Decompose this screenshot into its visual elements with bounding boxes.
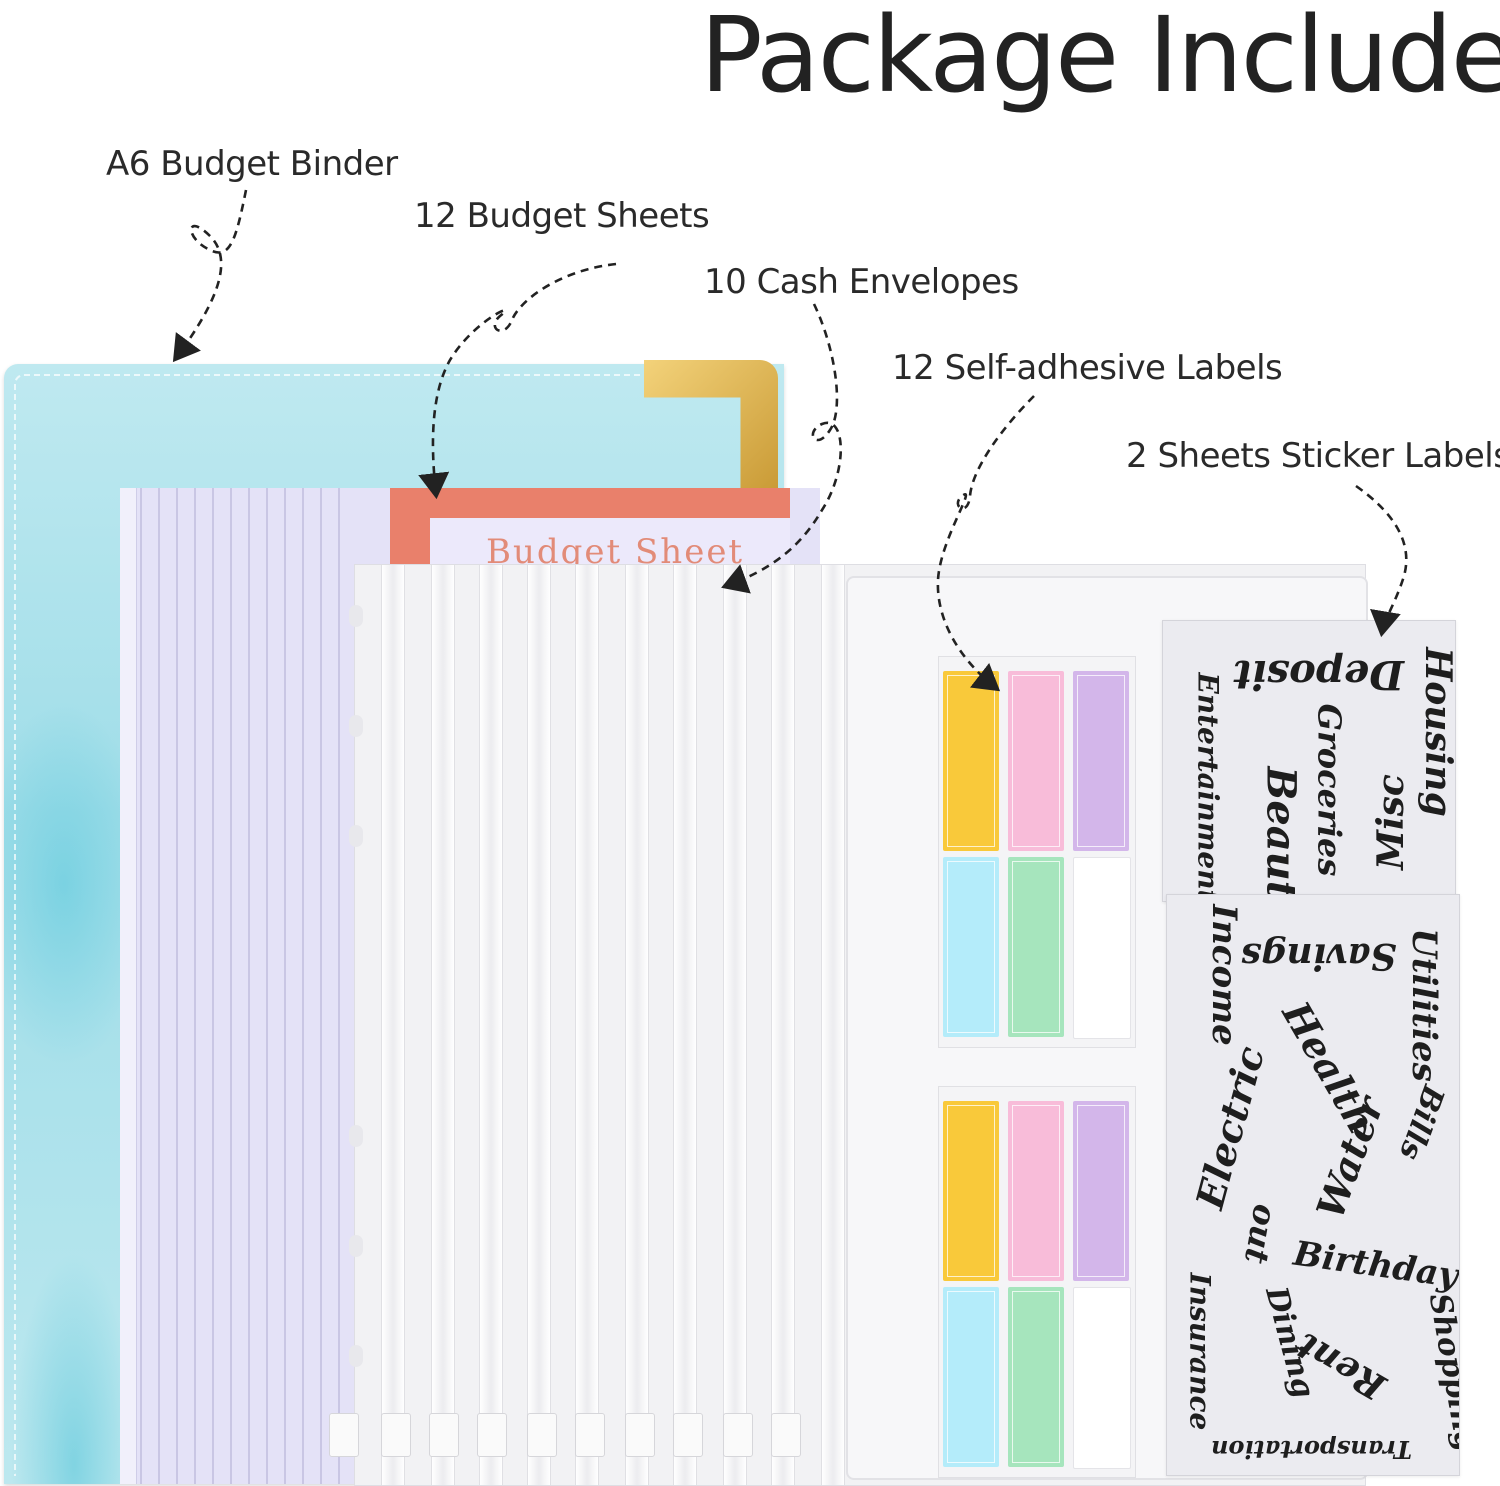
arrow-labels	[936, 395, 1035, 692]
arrow-sheets	[418, 262, 617, 500]
callout-envelopes: 10 Cash Envelopes	[704, 262, 1019, 302]
arrow-envelopes	[721, 303, 843, 594]
label-sheet-2	[938, 1086, 1136, 1478]
label-purple	[1073, 671, 1129, 851]
label-white	[1073, 857, 1131, 1039]
callout-binder: A6 Budget Binder	[106, 144, 398, 184]
sticker-sheet-1: Housing Deposit Entertainment Groceries …	[1162, 620, 1456, 902]
label-pink	[1008, 671, 1064, 851]
binder-stitching	[14, 374, 751, 1476]
sticker-sheet-2: Income Savings Utilities Health Electric…	[1166, 894, 1460, 1476]
callout-stickers: 2 Sheets Sticker Labels	[1126, 436, 1500, 476]
arrow-binder	[172, 189, 248, 363]
label-white	[1073, 1287, 1131, 1469]
label-green	[1008, 1287, 1064, 1467]
arrow-stickers	[1355, 484, 1408, 638]
callout-labels: 12 Self-adhesive Labels	[892, 348, 1283, 388]
page-title: Package Includes	[700, 0, 1500, 116]
label-purple	[1073, 1101, 1129, 1281]
label-blue	[943, 1287, 999, 1467]
label-pink	[1008, 1101, 1064, 1281]
label-blue	[943, 857, 999, 1037]
label-green	[1008, 857, 1064, 1037]
label-yellow	[943, 1101, 999, 1281]
callout-sheets: 12 Budget Sheets	[414, 196, 710, 236]
label-sheet-1	[938, 656, 1136, 1048]
